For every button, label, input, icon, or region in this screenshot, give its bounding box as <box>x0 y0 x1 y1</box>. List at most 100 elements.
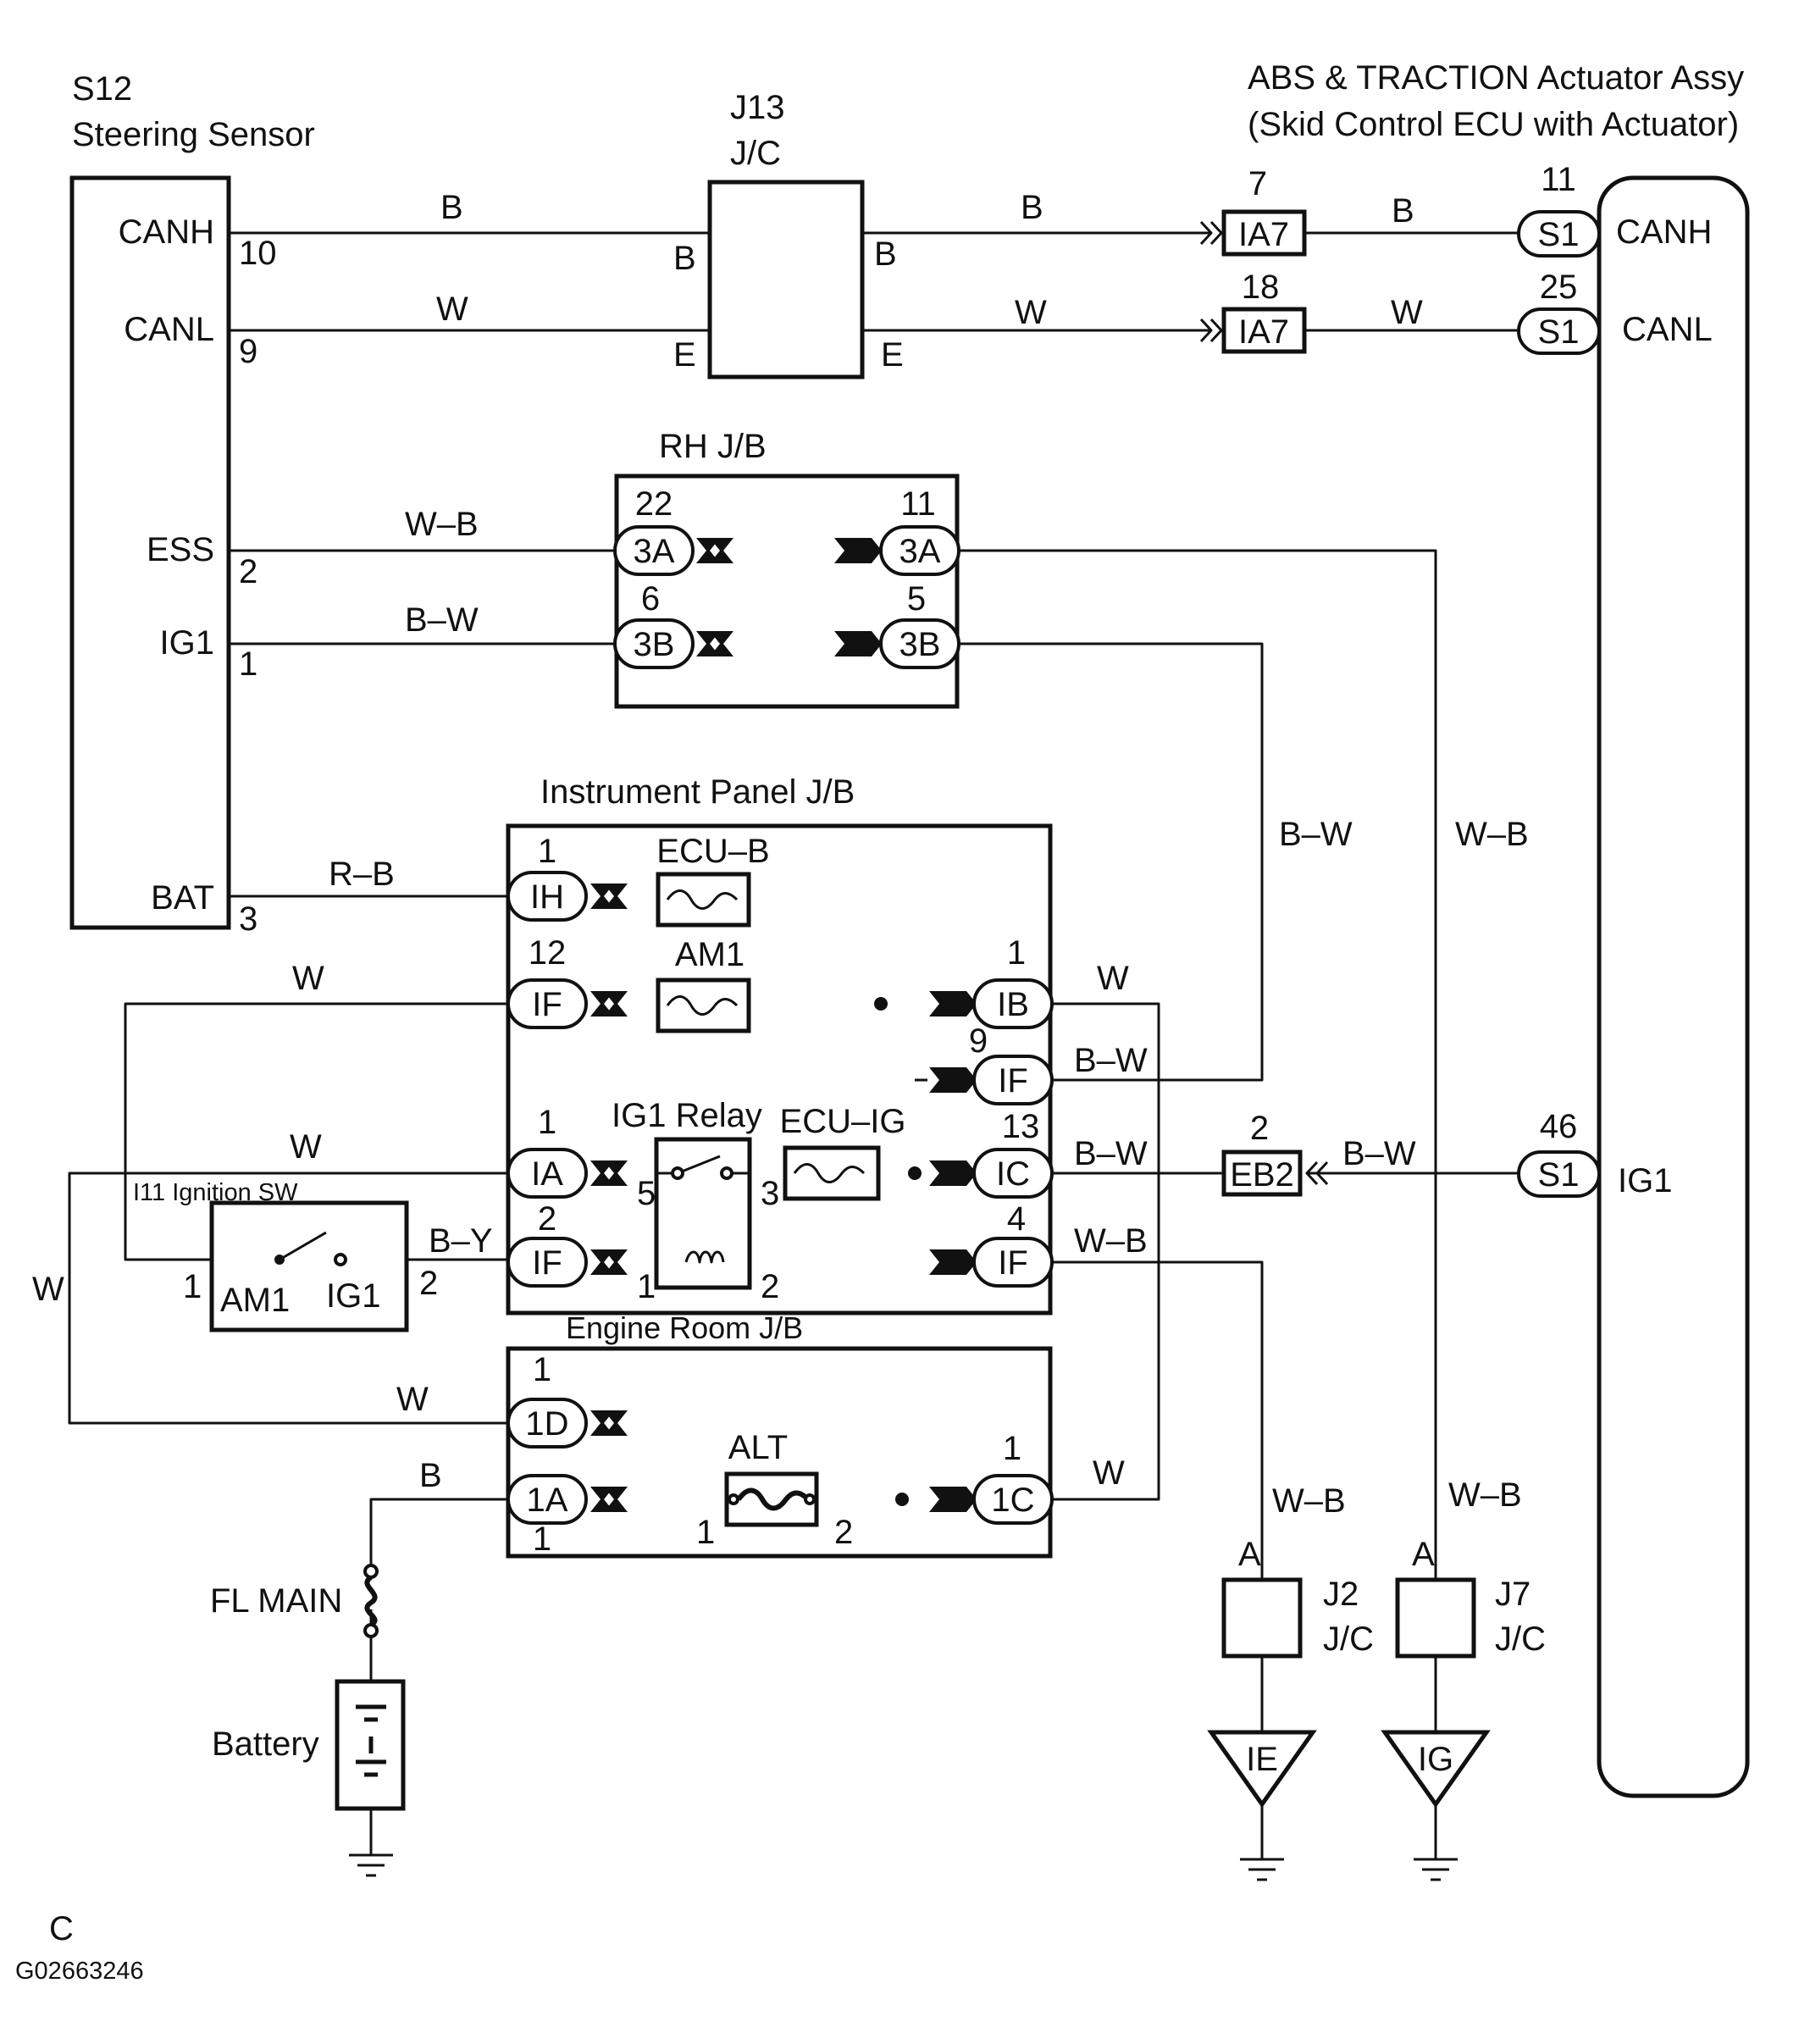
ip-ia-connector <box>506 1148 588 1199</box>
eb2-num: 2 <box>1250 1110 1269 1147</box>
rh-3a-right-num: 11 <box>900 485 936 523</box>
wire-color-canl-right: W <box>1015 294 1047 331</box>
ip-ib-label: IB <box>997 986 1029 1023</box>
ip-if9-label: IF <box>998 1062 1028 1100</box>
rh-3a-left-num: 22 <box>635 485 673 523</box>
fuse-alt-pin-1: 1 <box>696 1514 715 1551</box>
chevron-icon <box>929 1487 977 1512</box>
pin-label-ess: ESS <box>147 531 214 568</box>
actuator-pin-canl: CANL <box>1622 311 1713 348</box>
switch-lever-icon <box>279 1231 327 1261</box>
rh-3a-left-label: 3A <box>634 533 675 570</box>
wire-color-if9-out: B–W <box>1074 1042 1148 1079</box>
fuse-am1 <box>656 978 751 1033</box>
s1-canl-num: 25 <box>1540 269 1578 306</box>
wire-color-canl-s1: W <box>1391 294 1423 331</box>
s1-ig1-num: 46 <box>1540 1108 1578 1145</box>
wire-color-if4-out: W–B <box>1074 1222 1148 1260</box>
j13-name: J/C <box>730 135 781 172</box>
er-1c-connector <box>972 1474 1054 1525</box>
ip-if12-connector <box>506 978 588 1029</box>
fuse-alt-pin-2: 2 <box>834 1514 853 1551</box>
j2-name: J/C <box>1323 1620 1374 1658</box>
rh-3a-right-label: 3A <box>900 533 941 570</box>
ignition-switch-box <box>209 1200 409 1332</box>
wire-color-canl: W <box>436 291 468 328</box>
fuse-icon <box>666 889 739 910</box>
fuse-am1-label: AM1 <box>675 936 745 973</box>
actuator-pin-ig1: IG1 <box>1618 1162 1672 1199</box>
eb2-connector: EB2 2 <box>1221 1110 1329 1197</box>
er-1a-connector <box>506 1474 588 1525</box>
switch-contact <box>334 1253 347 1266</box>
fusible-link-icon <box>736 1487 811 1511</box>
wire-color-ground-j7: W–B <box>1448 1476 1522 1514</box>
s1-connector-ig1 <box>1517 1150 1601 1198</box>
eb2-arrow <box>1305 1160 1329 1186</box>
ip-if12-label: IF <box>532 986 562 1023</box>
wire-color-ign-out: B–Y <box>429 1222 493 1260</box>
j2-ground-label: IE <box>1246 1741 1278 1778</box>
chevron-icon <box>834 538 882 563</box>
fuse-ecu-b <box>656 872 751 928</box>
ground-icon <box>1240 1804 1284 1881</box>
rh-3a-left <box>613 525 695 576</box>
fuse-ecu-b-label: ECU–B <box>656 833 769 870</box>
rh-jb-title: RH J/B <box>659 428 767 465</box>
ground-j2: A J2 J/C IE <box>1207 1536 1374 1881</box>
j7-pin: A <box>1412 1536 1435 1573</box>
relay-coil-icon <box>684 1250 725 1264</box>
wire-color-c1-out: W <box>1093 1454 1125 1492</box>
ignition-switch-ig1: IG1 <box>326 1277 380 1315</box>
wire-color-ig1: B–W <box>405 601 479 639</box>
wire-color-ic-out: B–W <box>1074 1135 1148 1172</box>
fuse-terminal <box>804 1493 816 1505</box>
rh-3b-left-num: 6 <box>641 580 660 618</box>
junction-dot <box>908 1166 922 1180</box>
er-1d-num: 1 <box>533 1351 551 1388</box>
ignition-switch-pin-2: 2 <box>419 1265 438 1302</box>
er-1a-num: 1 <box>533 1521 551 1558</box>
engine-room-jb-title: Engine Room J/B <box>566 1310 803 1345</box>
actuator-title-1: ABS & TRACTION Actuator Assy <box>1248 59 1744 97</box>
ia7-connector-1 <box>1221 209 1307 257</box>
wire-color-vertical-wb: W–B <box>1455 816 1529 853</box>
chevron-icon <box>590 884 628 909</box>
ip-ic-connector <box>972 1148 1054 1199</box>
wire-color-ib-out: W <box>1097 960 1129 997</box>
fuse-ecu-ig-label: ECU–IG <box>780 1103 906 1140</box>
wire-color-ia-feed: W <box>290 1128 322 1166</box>
footer-code: G02663246 <box>15 1958 144 1985</box>
er-1c-num: 1 <box>1003 1430 1021 1467</box>
ia7-connector-2 <box>1221 307 1307 354</box>
ia7-connectors: IA7 7 IA7 18 <box>1199 165 1307 354</box>
ignition-switch-am1: AM1 <box>220 1282 290 1319</box>
fuse-icon <box>793 1163 866 1183</box>
j2-code: J2 <box>1323 1576 1359 1613</box>
ignition-switch-title: I11 Ignition SW <box>133 1179 298 1206</box>
steering-sensor: S12 Steering Sensor CANH 10 CANL 9 ESS 2… <box>69 70 315 938</box>
er-1a-label: 1A <box>527 1482 568 1519</box>
ground-j7: A J7 J/C IG <box>1381 1536 1546 1881</box>
wire-color-am1-feed: W <box>292 960 324 997</box>
ia7-label-1: IA7 <box>1238 216 1289 253</box>
junction-dot <box>895 1493 909 1506</box>
pin-num-canl: 9 <box>239 333 257 370</box>
er-1d-connector <box>506 1398 588 1449</box>
rh-junction-block: RH J/B 3A 22 3A 11 3B 6 3B 5 <box>613 428 960 709</box>
j13-left-b: B <box>673 240 696 277</box>
ip-jb-box <box>506 823 1053 1316</box>
wire-color-canh-s1: B <box>1392 192 1414 230</box>
wire-color-left-w: W <box>32 1271 64 1308</box>
relay-contact <box>720 1166 733 1180</box>
j7-code: J7 <box>1495 1576 1531 1613</box>
chevron-icon <box>590 1249 628 1275</box>
relay-pin-2: 2 <box>761 1268 779 1305</box>
footer-letter: C <box>49 1910 74 1947</box>
ig1-relay-box <box>654 1137 752 1290</box>
ip-if4-label: IF <box>998 1244 1028 1282</box>
steering-sensor-name: Steering Sensor <box>72 116 315 153</box>
relay-pin-5: 5 <box>637 1175 656 1212</box>
pin-num-ig1: 1 <box>239 645 257 683</box>
ip-ia-label: IA <box>531 1155 563 1193</box>
